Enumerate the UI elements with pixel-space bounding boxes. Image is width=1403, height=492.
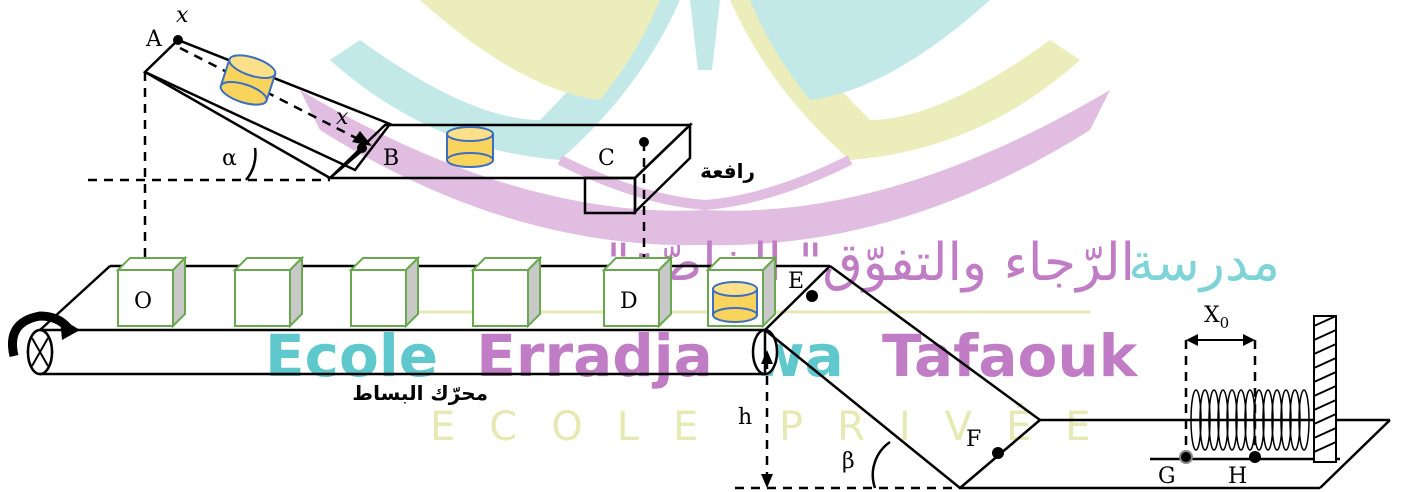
angle-alpha: α <box>222 146 237 171</box>
point-b <box>357 143 367 153</box>
point-h <box>1249 451 1261 463</box>
label-c: C <box>598 146 615 171</box>
motor-wheel-icon <box>8 311 80 376</box>
cylinder-on-platform <box>446 126 494 168</box>
height-arrow-down <box>761 474 773 488</box>
label-e: E <box>788 269 804 294</box>
watermark-english: Ecole Erradja wa Tafaouk <box>265 322 1139 390</box>
x-axis-incline <box>179 46 361 142</box>
spring <box>1190 389 1310 451</box>
label-a: A <box>145 27 163 52</box>
x0-arrow-right <box>1243 334 1255 346</box>
angle-beta-arc <box>871 440 891 489</box>
watermark-arabic-teal: مدرسة <box>1128 233 1280 293</box>
label-d: D <box>620 289 638 314</box>
label-h: h <box>738 405 752 430</box>
point-a <box>173 35 183 45</box>
x0-arrow-left <box>1186 334 1198 346</box>
watermark-subtitle: ECOLE PRIVÉE <box>430 402 1125 450</box>
school-logo-watermark <box>300 0 1110 246</box>
box-with-cylinder <box>705 255 778 329</box>
label-lever: رافعة <box>700 159 755 183</box>
label-x-top: x <box>176 3 189 28</box>
label-x-mid: x <box>336 105 349 130</box>
height-arrow-up <box>761 350 773 364</box>
label-x0: X0 <box>1204 303 1229 332</box>
angle-alpha-arc <box>245 147 257 181</box>
angle-beta: β <box>842 449 855 474</box>
box-o <box>115 255 188 329</box>
platform-bc <box>326 122 694 215</box>
wall-hatched <box>1313 315 1337 463</box>
point-f <box>992 447 1004 459</box>
box-3 <box>348 255 421 329</box>
point-g <box>1179 450 1193 464</box>
label-g: G <box>1158 464 1176 489</box>
label-conveyor-motor: محرّك البساط <box>352 381 488 405</box>
label-o: O <box>134 289 152 314</box>
cylinder-on-incline <box>219 54 277 106</box>
label-h-point: H <box>1228 464 1247 489</box>
box-4 <box>470 255 543 329</box>
watermark-arabic-purple: "الرّجاء والتفوّق" الخاصّة <box>606 233 1135 293</box>
point-e <box>806 290 818 302</box>
label-f: F <box>966 427 981 452</box>
box-2 <box>232 255 305 329</box>
box-d <box>601 255 674 329</box>
label-b: B <box>383 146 399 171</box>
